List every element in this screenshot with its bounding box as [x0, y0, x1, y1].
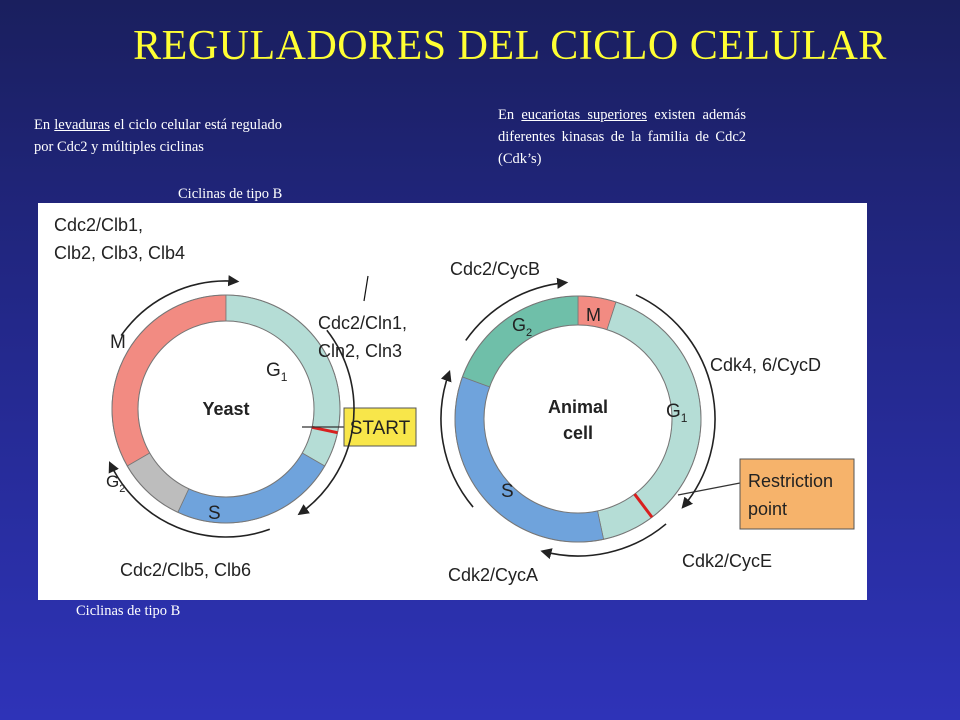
animal-kinase-right: Cdk4, 6/CycD: [710, 355, 821, 375]
note-yeast-link: levaduras: [54, 117, 110, 133]
animal-center-line1: Animal: [548, 397, 608, 417]
animal-ring-inner: [483, 324, 673, 514]
note-eukaryotes-suffix: existen además diferentes kinasas de la …: [498, 107, 746, 167]
animal-arrow-bottom-right: [540, 523, 667, 560]
yeast-kinase-right-line1: Cdc2/Cln1,: [318, 313, 407, 333]
animal-g2-letter: G: [512, 315, 526, 335]
yeast-g2-sub: 2: [119, 483, 125, 495]
yeast-g2-label: G2: [106, 472, 125, 495]
animal-g2-sub: 2: [526, 327, 532, 339]
animal-arrow-right: [635, 294, 716, 509]
yeast-ring-outer: [111, 294, 341, 524]
animal-cycle: Animal cell M G2 G1 S Restriction point …: [440, 259, 855, 585]
animal-kinase-top: Cdc2/CycB: [450, 259, 540, 279]
animal-arrow-top: [465, 277, 569, 341]
yeast-s-label: S: [208, 503, 221, 524]
restriction-box: [739, 458, 855, 530]
yeast-kinase-bottom: Cdc2/Clb5, Clb6: [120, 560, 251, 580]
yeast-g1-letter: G: [266, 360, 281, 381]
note-yeast-suffix: el ciclo celular está regulado por Cdc2 …: [34, 117, 283, 155]
note-yeast-prefix: En: [34, 117, 55, 133]
yeast-g1-label: G1: [266, 360, 288, 384]
note-eukaryotes-prefix: En: [498, 107, 522, 123]
note-yeast: En levaduras el ciclo celular está regul…: [34, 114, 282, 158]
diagram-panel: Yeast M G1 G2 S START Cdc2/Clb1, Clb2, C…: [38, 203, 867, 600]
yeast-arrow-bottom: [108, 461, 271, 538]
note-eukaryotes: En eucariotas superiores existen además …: [498, 104, 746, 170]
page-title: REGULADORES DEL CICLO CELULAR: [133, 23, 887, 69]
note-eukaryotes-link: eucariotas superiores: [521, 107, 647, 123]
yeast-start-checkpoint: [311, 425, 338, 435]
cyclin-b-tag-top: Ciclinas de tipo B: [178, 186, 283, 202]
animal-arrow-left: [440, 370, 474, 508]
yeast-leader-right: [363, 275, 369, 302]
yeast-m-label: M: [110, 332, 126, 353]
yeast-g1-sub: 1: [281, 370, 288, 384]
animal-g2-label: G2: [512, 315, 532, 339]
yeast-cycle: Yeast M G1 G2 S START Cdc2/Clb1, Clb2, C…: [54, 215, 417, 580]
yeast-arrow-top: [120, 275, 240, 337]
yeast-kinase-right-line2: Cln2, Cln3: [318, 341, 402, 361]
yeast-kinase-top-line1: Cdc2/Clb1,: [54, 215, 143, 235]
animal-ring-outer: [454, 295, 702, 543]
yeast-center-label: Yeast: [202, 399, 249, 419]
animal-g1-sub: 1: [681, 411, 688, 425]
yeast-arrow-right: [297, 329, 355, 516]
start-label: START: [350, 418, 411, 439]
animal-center-line2: cell: [563, 423, 593, 443]
animal-kinase-bottom-right: Cdk2/CycE: [682, 551, 772, 571]
animal-kinase-bottom-left: Cdk2/CycA: [448, 565, 538, 585]
animal-m-label: M: [586, 305, 601, 325]
animal-g1-label: G1: [666, 401, 688, 425]
animal-s-label: S: [501, 481, 514, 502]
yeast-kinase-top-line2: Clb2, Clb3, Clb4: [54, 243, 185, 263]
start-box: [343, 407, 417, 447]
restriction-leader-line: [677, 482, 741, 496]
cell-cycle-diagram: Yeast M G1 G2 S START Cdc2/Clb1, Clb2, C…: [54, 215, 855, 585]
animal-g1-letter: G: [666, 401, 681, 422]
restriction-line1: Restriction: [748, 471, 833, 491]
animal-restriction-checkpoint: [633, 493, 654, 519]
yeast-ring-inner: [137, 320, 315, 498]
cyclin-b-tag-bottom: Ciclinas de tipo B: [76, 603, 181, 619]
restriction-line2: point: [748, 499, 787, 519]
yeast-g2-letter: G: [106, 472, 119, 491]
